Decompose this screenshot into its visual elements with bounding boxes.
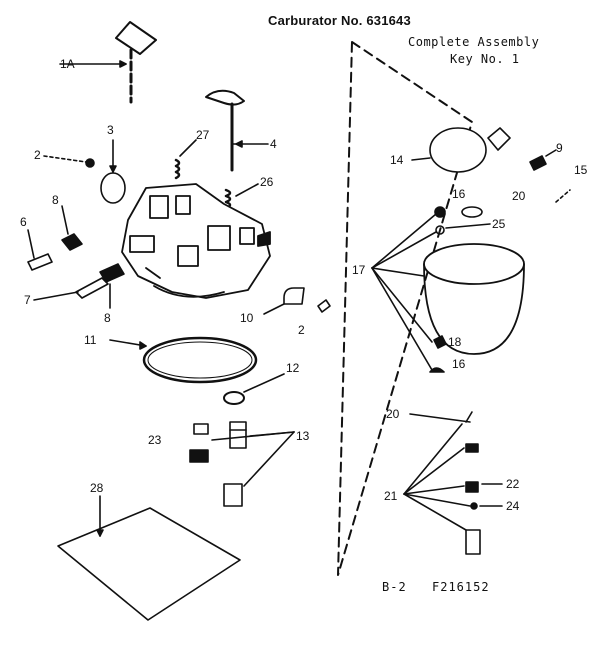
leader-fan bbox=[403, 423, 471, 531]
part-jet bbox=[189, 421, 295, 507]
part-washer bbox=[223, 373, 285, 405]
callout-label: 8 bbox=[52, 193, 59, 207]
part-mounting-gasket bbox=[57, 495, 241, 621]
callout-label: 6 bbox=[20, 215, 27, 229]
part-choke-lever bbox=[59, 21, 157, 104]
subtitle-assembly: Complete Assembly bbox=[408, 35, 540, 49]
callout-label: 2 bbox=[34, 148, 41, 162]
assembly-dashed-outline bbox=[337, 41, 473, 576]
callout-label: 13 bbox=[296, 429, 310, 443]
part-carburetor-body bbox=[121, 183, 271, 299]
callout-label: 8 bbox=[104, 311, 111, 325]
part-screw bbox=[43, 155, 95, 168]
part-bowl-cover bbox=[411, 127, 511, 173]
subtitle-key: Key No. 1 bbox=[450, 52, 520, 66]
callout-label: 22 bbox=[506, 477, 520, 491]
callout-label: 24 bbox=[506, 499, 520, 513]
callout-label: 12 bbox=[286, 361, 300, 375]
callout-label: 1A bbox=[60, 57, 75, 71]
part-spring bbox=[224, 183, 259, 210]
part-throttle-shaft bbox=[205, 89, 269, 172]
callout-label: 16 bbox=[452, 187, 466, 201]
callout-label: 11 bbox=[84, 333, 97, 347]
part-needle-valve bbox=[27, 229, 53, 271]
callout-label: 17 bbox=[352, 263, 366, 277]
part-float-small-parts bbox=[434, 149, 571, 235]
callout-label: 7 bbox=[24, 293, 31, 307]
callout-label: 10 bbox=[240, 311, 254, 325]
footer-figure-code: F216152 bbox=[432, 580, 490, 594]
part-jet-stack bbox=[409, 411, 503, 555]
callout-label: 4 bbox=[270, 137, 277, 151]
part-bolt bbox=[263, 287, 331, 315]
callout-label: 18 bbox=[448, 335, 462, 349]
callout-label: 20 bbox=[512, 189, 526, 203]
part-needle-valve bbox=[33, 263, 125, 301]
callout-label: 28 bbox=[90, 481, 104, 495]
part-gasket bbox=[109, 336, 258, 384]
callout-label: 14 bbox=[390, 153, 404, 167]
part-needle-seat bbox=[429, 335, 447, 373]
part-choke-plate bbox=[100, 139, 126, 204]
callout-label: 16 bbox=[452, 357, 466, 371]
part-spring bbox=[174, 139, 197, 180]
callout-label: 2 bbox=[298, 323, 305, 337]
part-fitting bbox=[61, 205, 83, 251]
callout-label: 21 bbox=[384, 489, 398, 503]
callout-label: 25 bbox=[492, 217, 506, 231]
callout-label: 9 bbox=[556, 141, 563, 155]
part-float-bowl bbox=[423, 243, 525, 355]
callout-label: 27 bbox=[196, 128, 210, 142]
callout-label: 15 bbox=[574, 163, 588, 177]
footer-sheet: B-2 bbox=[382, 580, 407, 594]
diagram-title: Carburator No. 631643 bbox=[268, 13, 411, 28]
leader-fan bbox=[371, 213, 437, 371]
callout-label: 3 bbox=[107, 123, 114, 137]
callout-label: 26 bbox=[260, 175, 274, 189]
callout-label: 23 bbox=[148, 433, 162, 447]
callout-label: 20 bbox=[386, 407, 400, 421]
